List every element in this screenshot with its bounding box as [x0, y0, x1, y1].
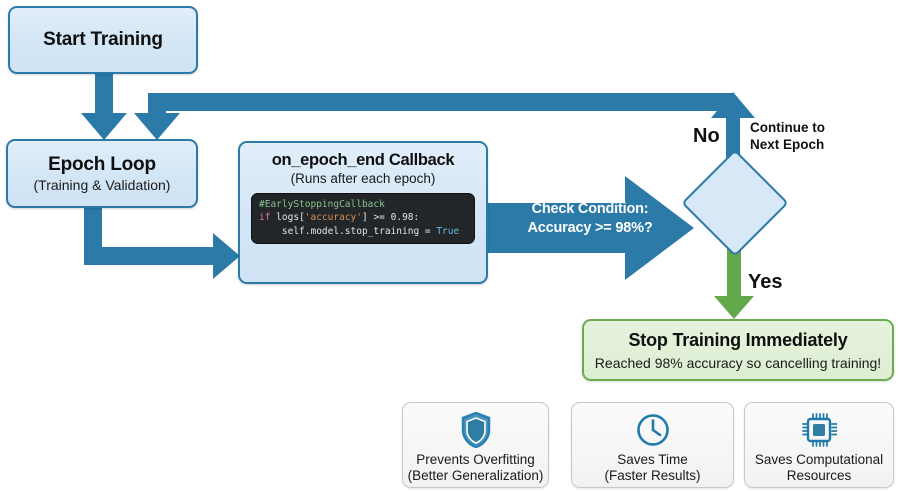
- decision-diamond-accuracy-check[interactable]: [681, 149, 789, 257]
- branch-label-no: No: [693, 125, 720, 147]
- continue-line1: Continue to: [750, 120, 825, 135]
- code-block[interactable]: #EarlyStoppingCallback if logs['accuracy…: [251, 193, 475, 245]
- benefit-label-overfitting: Prevents Overfitting (Better Generalizat…: [408, 452, 544, 484]
- start-training-label: Start Training: [43, 29, 163, 50]
- benefit-card-saves-computational-resources[interactable]: Saves Computational Resources: [744, 402, 894, 488]
- epoch-loop-label: Epoch Loop: [48, 154, 156, 175]
- stop-training-label: Stop Training Immediately: [628, 329, 848, 350]
- continue-to-next-epoch-label: Continue to Next Epoch: [750, 120, 825, 154]
- shield-icon: [461, 410, 491, 450]
- node-start-training[interactable]: Start Training: [8, 6, 198, 74]
- benefit-label-resources: Saves Computational Resources: [755, 452, 883, 484]
- arrow-loop-back-to-epoch: [134, 93, 733, 140]
- check-condition-line1: Check Condition:: [531, 201, 649, 217]
- benefit-line2: Resources: [786, 468, 852, 484]
- node-stop-training-immediately[interactable]: Stop Training Immediately Reached 98% ac…: [582, 319, 894, 381]
- benefit-line1: Saves Time: [617, 452, 688, 467]
- node-epoch-loop[interactable]: Epoch Loop (Training & Validation): [6, 139, 198, 208]
- benefit-line2: (Faster Results): [604, 468, 701, 484]
- epoch-loop-sublabel: (Training & Validation): [33, 177, 171, 193]
- code-line-if: if logs['accuracy'] >= 0.98:: [259, 212, 420, 224]
- cpu-chip-icon: [801, 410, 837, 450]
- code-line-stop-training: self.model.stop_training = True: [281, 225, 460, 237]
- benefit-card-saves-time[interactable]: Saves Time (Faster Results): [571, 402, 734, 488]
- callback-sublabel: (Runs after each epoch): [290, 171, 436, 186]
- continue-line2: Next Epoch: [750, 136, 825, 152]
- branch-label-yes: Yes: [748, 271, 783, 293]
- check-condition-label: Check Condition: Accuracy >= 98%?: [500, 200, 680, 238]
- callback-label: on_epoch_end Callback: [271, 151, 455, 169]
- stop-training-sublabel: Reached 98% accuracy so cancelling train…: [594, 354, 882, 371]
- benefit-card-prevents-overfitting[interactable]: Prevents Overfitting (Better Generalizat…: [402, 402, 549, 488]
- arrow-start-to-epoch: [81, 74, 127, 140]
- benefit-line1: Prevents Overfitting: [416, 452, 535, 467]
- benefit-line1: Saves Computational: [754, 452, 884, 467]
- arrow-epoch-to-callback: [84, 208, 240, 279]
- clock-icon: [635, 410, 671, 450]
- check-condition-line2: Accuracy >= 98%?: [527, 219, 653, 236]
- node-on-epoch-end-callback[interactable]: on_epoch_end Callback (Runs after each e…: [238, 141, 488, 284]
- benefit-label-time: Saves Time (Faster Results): [604, 452, 700, 484]
- code-line-comment: #EarlyStoppingCallback: [259, 199, 385, 210]
- benefit-line2: (Better Generalization): [407, 468, 544, 484]
